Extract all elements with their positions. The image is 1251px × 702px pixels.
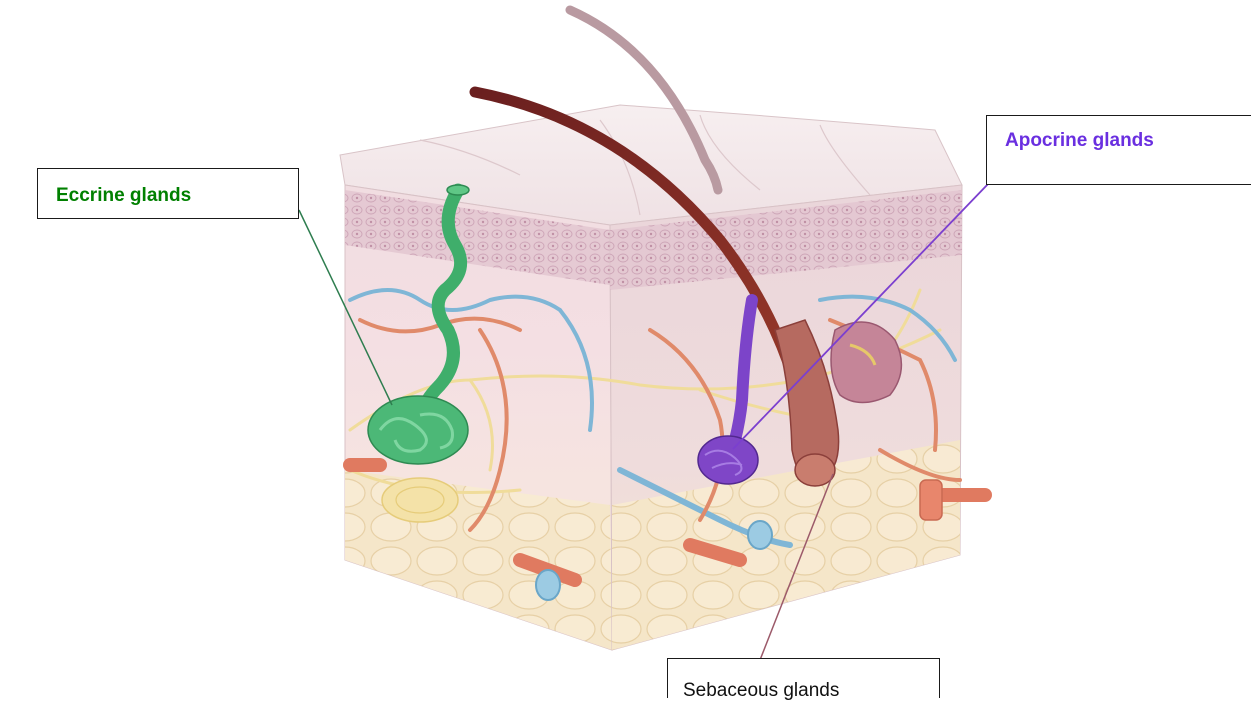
apocrine-glands-label: Apocrine glands — [1005, 130, 1154, 152]
eccrine-glands-callout: Eccrine glands — [37, 168, 299, 219]
side-face — [610, 185, 962, 650]
sebaceous-glands-callout: Sebaceous glands — [667, 658, 940, 698]
sebaceous-glands-label: Sebaceous glands — [683, 680, 839, 702]
apocrine-glands-callout: Apocrine glands — [986, 115, 1251, 185]
eccrine-glands-label: Eccrine glands — [56, 185, 191, 207]
